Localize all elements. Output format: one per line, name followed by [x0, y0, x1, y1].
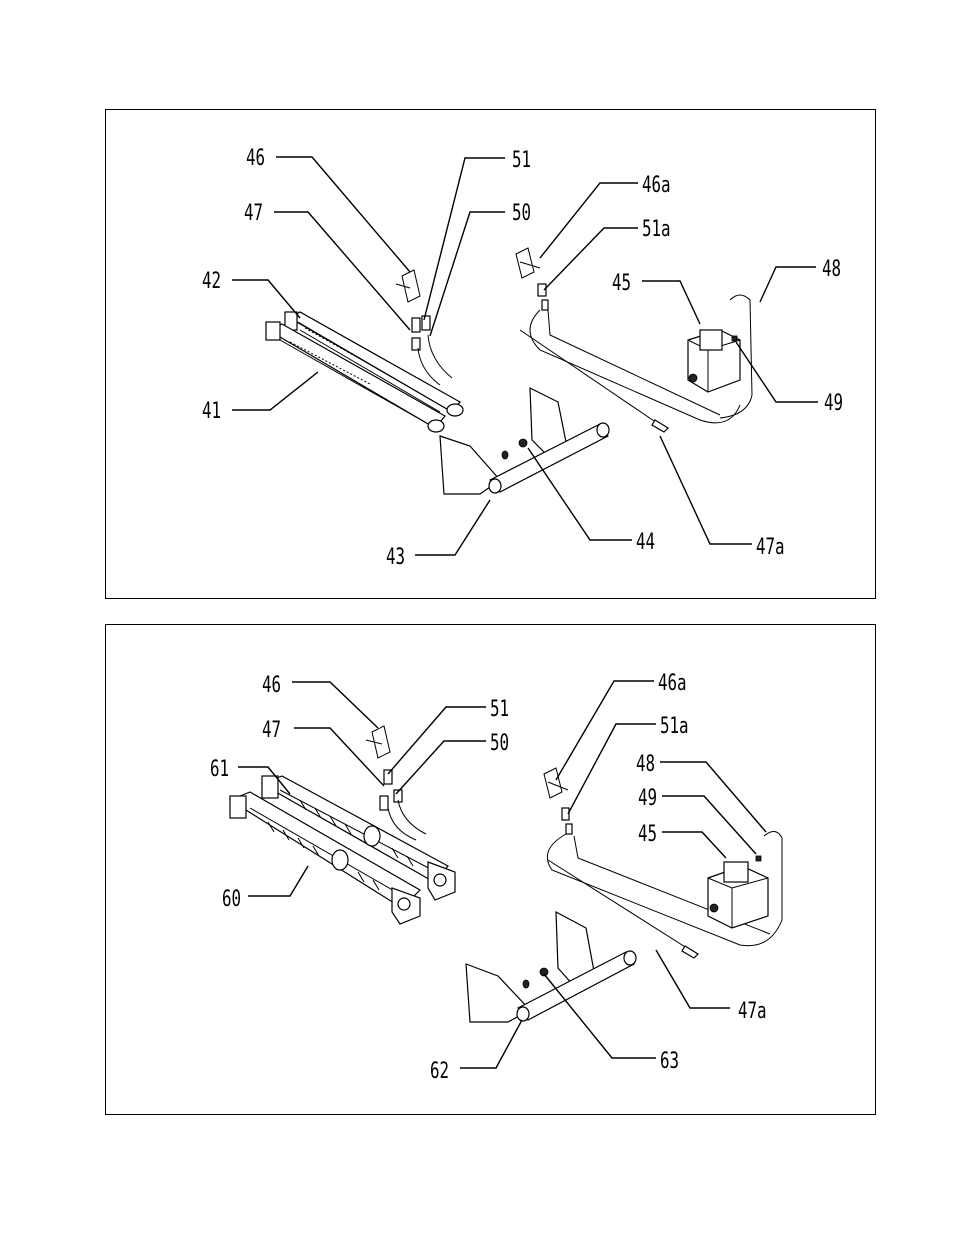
- label-46a: 46a: [658, 669, 687, 695]
- label-43: 43: [386, 543, 405, 569]
- burner-60-drawing: [228, 791, 421, 925]
- manifold-43-drawing: [439, 387, 610, 495]
- pilot-46-drawing: [395, 269, 453, 386]
- upper-labels: 46 51 47 50 42 41 46a 51a 45 48 49 43 44…: [202, 144, 843, 569]
- label-61: 61: [210, 755, 229, 781]
- label-47: 47: [244, 199, 263, 225]
- label-50: 50: [490, 729, 509, 755]
- label-60: 60: [222, 885, 241, 911]
- upper-leaders: [232, 156, 818, 556]
- valve-45-lower-drawing: [707, 831, 783, 929]
- upper-assembly-panel: [105, 109, 876, 599]
- upper-drawing: [232, 156, 818, 556]
- label-41: 41: [202, 397, 221, 423]
- label-62: 62: [430, 1057, 449, 1083]
- lower-assembly-panel: [105, 624, 876, 1115]
- lower-leaders: [238, 680, 767, 1069]
- burner-61-drawing: [260, 775, 456, 901]
- pilot-46-lower-drawing: [365, 725, 427, 841]
- label-50: 50: [512, 199, 531, 225]
- label-51: 51: [490, 695, 509, 721]
- label-47a: 47a: [756, 533, 785, 559]
- label-46a: 46a: [642, 171, 671, 197]
- label-48: 48: [822, 255, 841, 281]
- label-51a: 51a: [642, 215, 671, 241]
- label-46: 46: [262, 671, 281, 697]
- label-46: 46: [246, 144, 265, 170]
- label-49: 49: [638, 784, 657, 810]
- valve-45-drawing: [687, 294, 753, 419]
- label-44: 44: [636, 528, 655, 554]
- manifold-62-drawing: [465, 910, 637, 1023]
- label-45: 45: [612, 269, 631, 295]
- pilot-46a-drawing: [515, 247, 741, 433]
- label-45: 45: [638, 820, 657, 846]
- label-51a: 51a: [660, 712, 689, 738]
- burner-42-drawing: [284, 311, 464, 417]
- label-42: 42: [202, 267, 221, 293]
- label-49: 49: [824, 389, 843, 415]
- lower-drawing: [228, 680, 783, 1069]
- label-47: 47: [262, 716, 281, 742]
- lower-labels: 46 47 51 50 61 60 46a 51a 48 49 45 47a 6…: [210, 669, 767, 1083]
- label-63: 63: [660, 1047, 679, 1073]
- burner-41-drawing: [265, 321, 446, 433]
- pilot-46a-lower-drawing: [543, 767, 783, 959]
- label-47a: 47a: [738, 997, 767, 1023]
- label-51: 51: [512, 146, 531, 172]
- label-48: 48: [636, 750, 655, 776]
